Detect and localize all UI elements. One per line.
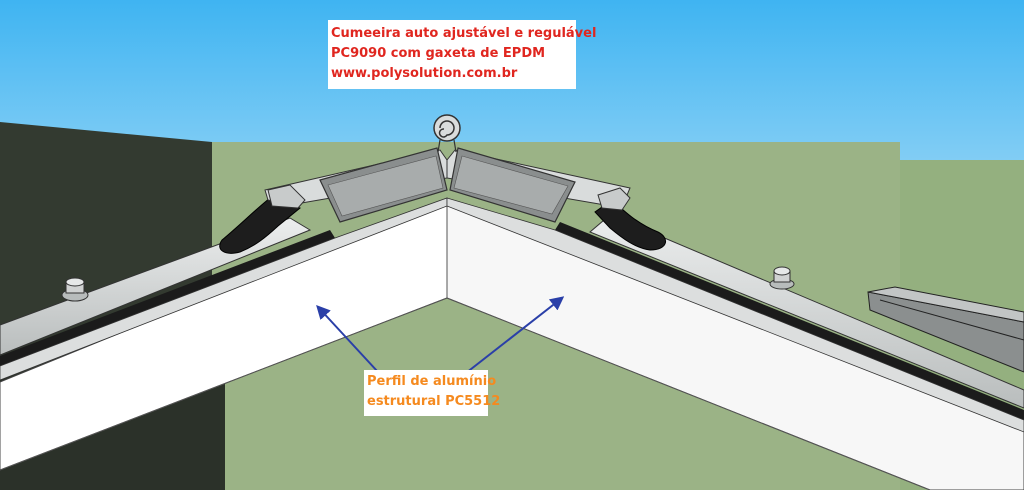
ridge-callout-url: www.polysolution.com.br — [331, 66, 518, 81]
gutter-profile-right — [867, 286, 1024, 373]
epdm-gasket-left — [219, 197, 302, 254]
profile-callout: Perfil de alumínio estrutural PC5512 — [364, 370, 501, 416]
ridge-cap-callout: Cumeeira auto ajustável e regulável PC90… — [328, 20, 597, 89]
beam-left-lower-edge — [0, 297, 448, 471]
arrow-to-right-beam — [465, 296, 565, 374]
beam-top-right — [446, 197, 1024, 433]
bolt-right — [769, 266, 795, 290]
beam-right-lower-edge — [446, 297, 931, 490]
bolt-left — [61, 277, 89, 302]
profile-callout-line-2: estrutural PC5512 — [367, 394, 501, 409]
ridge-cap-pc9090 — [264, 114, 631, 223]
epdm-gasket-right — [594, 199, 666, 251]
rubber-strip-left — [0, 230, 335, 366]
ridge-callout-line-1: Cumeeira auto ajustável e regulável — [331, 26, 597, 41]
rubber-strip-right — [555, 222, 1024, 420]
arrow-to-left-beam — [316, 304, 379, 373]
ridge-callout-line-2: PC9090 com gaxeta de EPDM — [331, 46, 546, 61]
profile-callout-line-1: Perfil de alumínio — [367, 374, 497, 389]
roof-sheet-right — [589, 214, 1024, 409]
